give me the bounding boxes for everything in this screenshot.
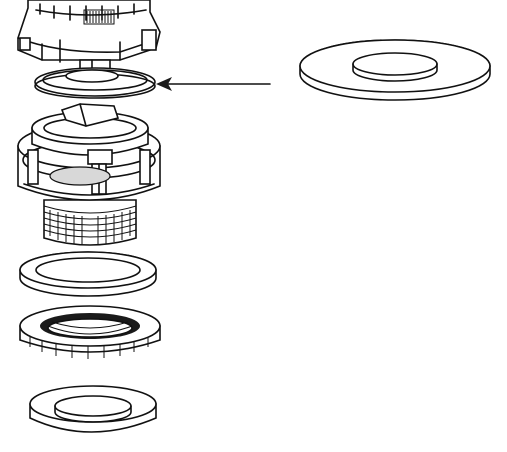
large-flat-washer-illustration <box>299 39 491 101</box>
flat-washer-illustration <box>19 251 157 297</box>
lock-nut-illustration <box>19 305 161 359</box>
valve-top-assembly-illustration <box>17 0 161 73</box>
threaded-valve-body-illustration <box>17 103 161 246</box>
thick-washer-illustration <box>29 385 157 433</box>
small-seal-illustration <box>34 67 156 99</box>
arrow-left-icon <box>156 77 271 91</box>
